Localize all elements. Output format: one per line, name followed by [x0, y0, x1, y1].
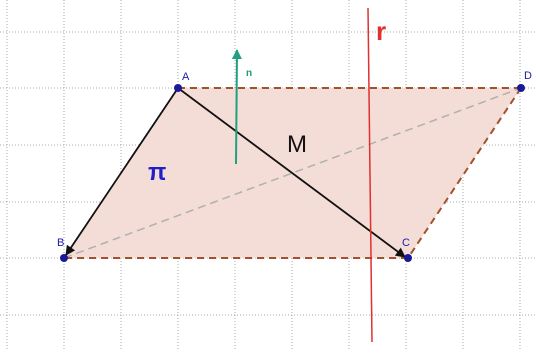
label-n: n	[246, 68, 252, 79]
label-pi: π	[148, 159, 166, 186]
diagonal-BD	[63, 87, 522, 259]
label-r: r	[376, 16, 386, 46]
point-C[interactable]	[404, 254, 412, 262]
label-M: M	[287, 131, 307, 158]
line-r	[367, 7, 373, 343]
label-A: A	[182, 71, 190, 83]
label-C: C	[402, 237, 410, 249]
normal-vector-n	[231, 49, 242, 165]
edge-DC	[407, 87, 522, 259]
vector-AC	[177, 87, 406, 258]
point-B[interactable]	[60, 254, 68, 262]
label-D: D	[524, 70, 532, 82]
point-A[interactable]	[174, 84, 182, 92]
point-D[interactable]	[517, 84, 525, 92]
vector-AB	[65, 87, 179, 256]
label-B: B	[57, 237, 64, 249]
